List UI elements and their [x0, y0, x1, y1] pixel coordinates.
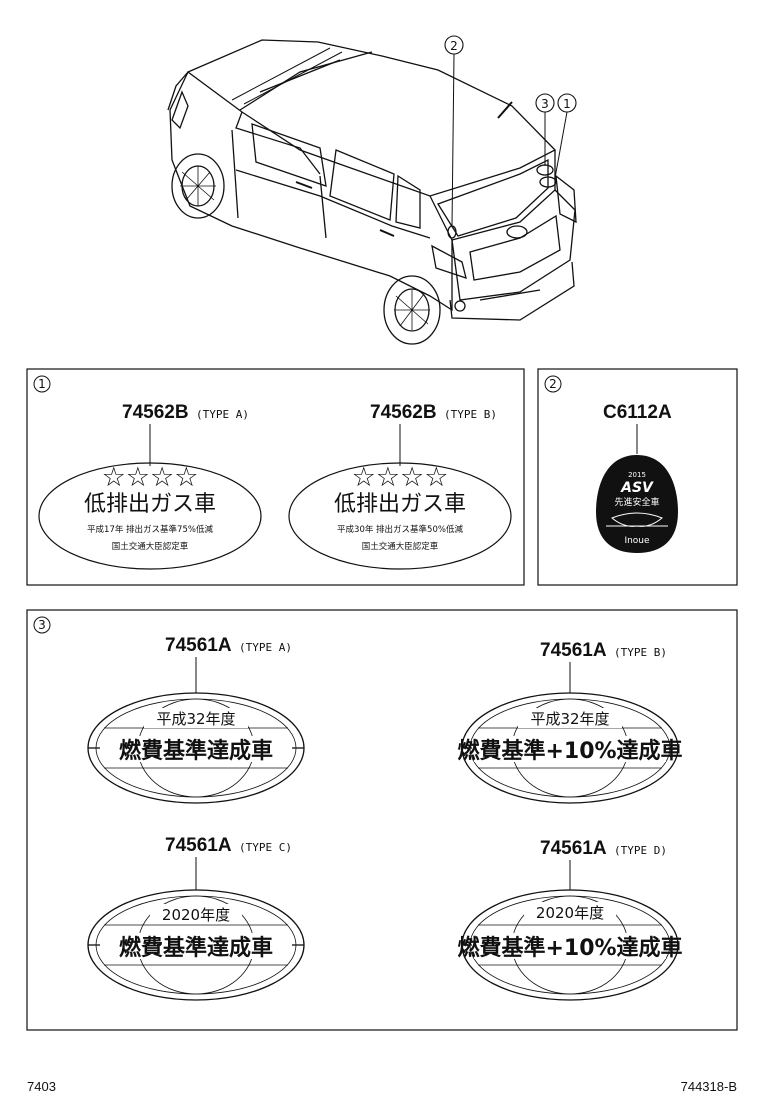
svg-text:平成17年 排出ガス基準75%低減: 平成17年 排出ガス基準75%低減: [87, 524, 213, 535]
fuel-standard-title: 燃費基準達成車: [119, 738, 273, 764]
svg-text:国土交通大臣認定車: 国土交通大臣認定車: [362, 541, 439, 552]
panel-3-fuel-economy: 3 74561A (TYPE A) 平成32年度 燃費基準達成車 74561A …: [26, 609, 738, 1031]
low-emission-title: 低排出ガス車: [84, 492, 216, 517]
svg-text:Inoue: Inoue: [624, 536, 650, 546]
svg-text:1: 1: [563, 97, 571, 111]
part-number-74561a-b: 74561A: [540, 640, 607, 661]
svg-text:2020年度: 2020年度: [162, 906, 230, 924]
star-rating: ☆☆☆☆: [352, 462, 449, 493]
panel-1-low-emission: 1 74562B (TYPE A) ☆☆☆☆ 低排出ガス車 平成17年 排出ガス…: [26, 368, 525, 586]
fuel-label-type-a: 74561A (TYPE A) 平成32年度 燃費基準達成車: [87, 635, 305, 804]
part-number-74562b-b: 74562B: [370, 402, 437, 423]
svg-text:ASV: ASV: [620, 480, 654, 496]
svg-text:(TYPE D): (TYPE D): [614, 844, 667, 857]
part-number-74561a-c: 74561A: [165, 835, 232, 856]
fuel-label-type-d: 74561A (TYPE D) 2020年度 燃費基準+10%達成車: [457, 838, 683, 1001]
svg-text:2: 2: [450, 39, 458, 53]
panel-2-asv: 2 C6112A 2015 ASV 先進安全車 Inoue: [537, 368, 738, 586]
part-number-74561a-d: 74561A: [540, 838, 607, 859]
svg-text:平成30年 排出ガス基準50%低減: 平成30年 排出ガス基準50%低減: [337, 524, 463, 535]
svg-text:2020年度: 2020年度: [536, 904, 604, 922]
car-callout-1: 1: [554, 93, 577, 179]
asv-badge: 2015 ASV 先進安全車 Inoue: [596, 455, 678, 553]
fuel-label-type-b: 74561A (TYPE B) 平成32年度 燃費基準+10%達成車: [457, 640, 683, 804]
car-callout-2: 2: [444, 35, 464, 227]
svg-text:2015: 2015: [628, 471, 646, 479]
low-emission-label-type-b: 74562B (TYPE B) ☆☆☆☆ 低排出ガス車 平成30年 排出ガス基準…: [288, 402, 512, 570]
svg-text:平成32年度: 平成32年度: [156, 710, 235, 728]
svg-text:(TYPE C): (TYPE C): [239, 841, 292, 854]
footer-right-code: 744318-B: [681, 1079, 737, 1094]
fuel-standard-title: 燃費基準達成車: [119, 935, 273, 961]
type-a-tag: (TYPE A): [196, 408, 249, 421]
footer-left-code: 7403: [27, 1079, 56, 1094]
fuel-standard-title: 燃費基準+10%達成車: [457, 738, 682, 764]
car-illustration: [167, 39, 577, 345]
car-callout-3: 3: [535, 93, 555, 166]
svg-text:3: 3: [541, 97, 549, 111]
type-b-tag: (TYPE B): [444, 408, 497, 421]
panel-3-callout: 3: [38, 618, 46, 632]
part-number-74561a-a: 74561A: [165, 635, 232, 656]
svg-text:平成32年度: 平成32年度: [530, 710, 609, 728]
panel-2-callout: 2: [549, 377, 557, 391]
panel-1-callout: 1: [38, 377, 46, 391]
svg-text:先進安全車: 先進安全車: [614, 496, 659, 508]
low-emission-title: 低排出ガス車: [334, 492, 466, 517]
fuel-standard-title: 燃費基準+10%達成車: [457, 935, 682, 961]
svg-text:(TYPE A): (TYPE A): [239, 641, 292, 654]
svg-text:(TYPE B): (TYPE B): [614, 646, 667, 659]
svg-text:国土交通大臣認定車: 国土交通大臣認定車: [112, 541, 189, 552]
part-number-c6112a: C6112A: [603, 402, 672, 423]
star-rating: ☆☆☆☆: [102, 462, 199, 493]
low-emission-label-type-a: 74562B (TYPE A) ☆☆☆☆ 低排出ガス車 平成17年 排出ガス基準…: [38, 402, 262, 570]
part-number-74562b-a: 74562B: [122, 402, 189, 423]
fuel-label-type-c: 74561A (TYPE C) 2020年度 燃費基準達成車: [87, 835, 305, 1001]
